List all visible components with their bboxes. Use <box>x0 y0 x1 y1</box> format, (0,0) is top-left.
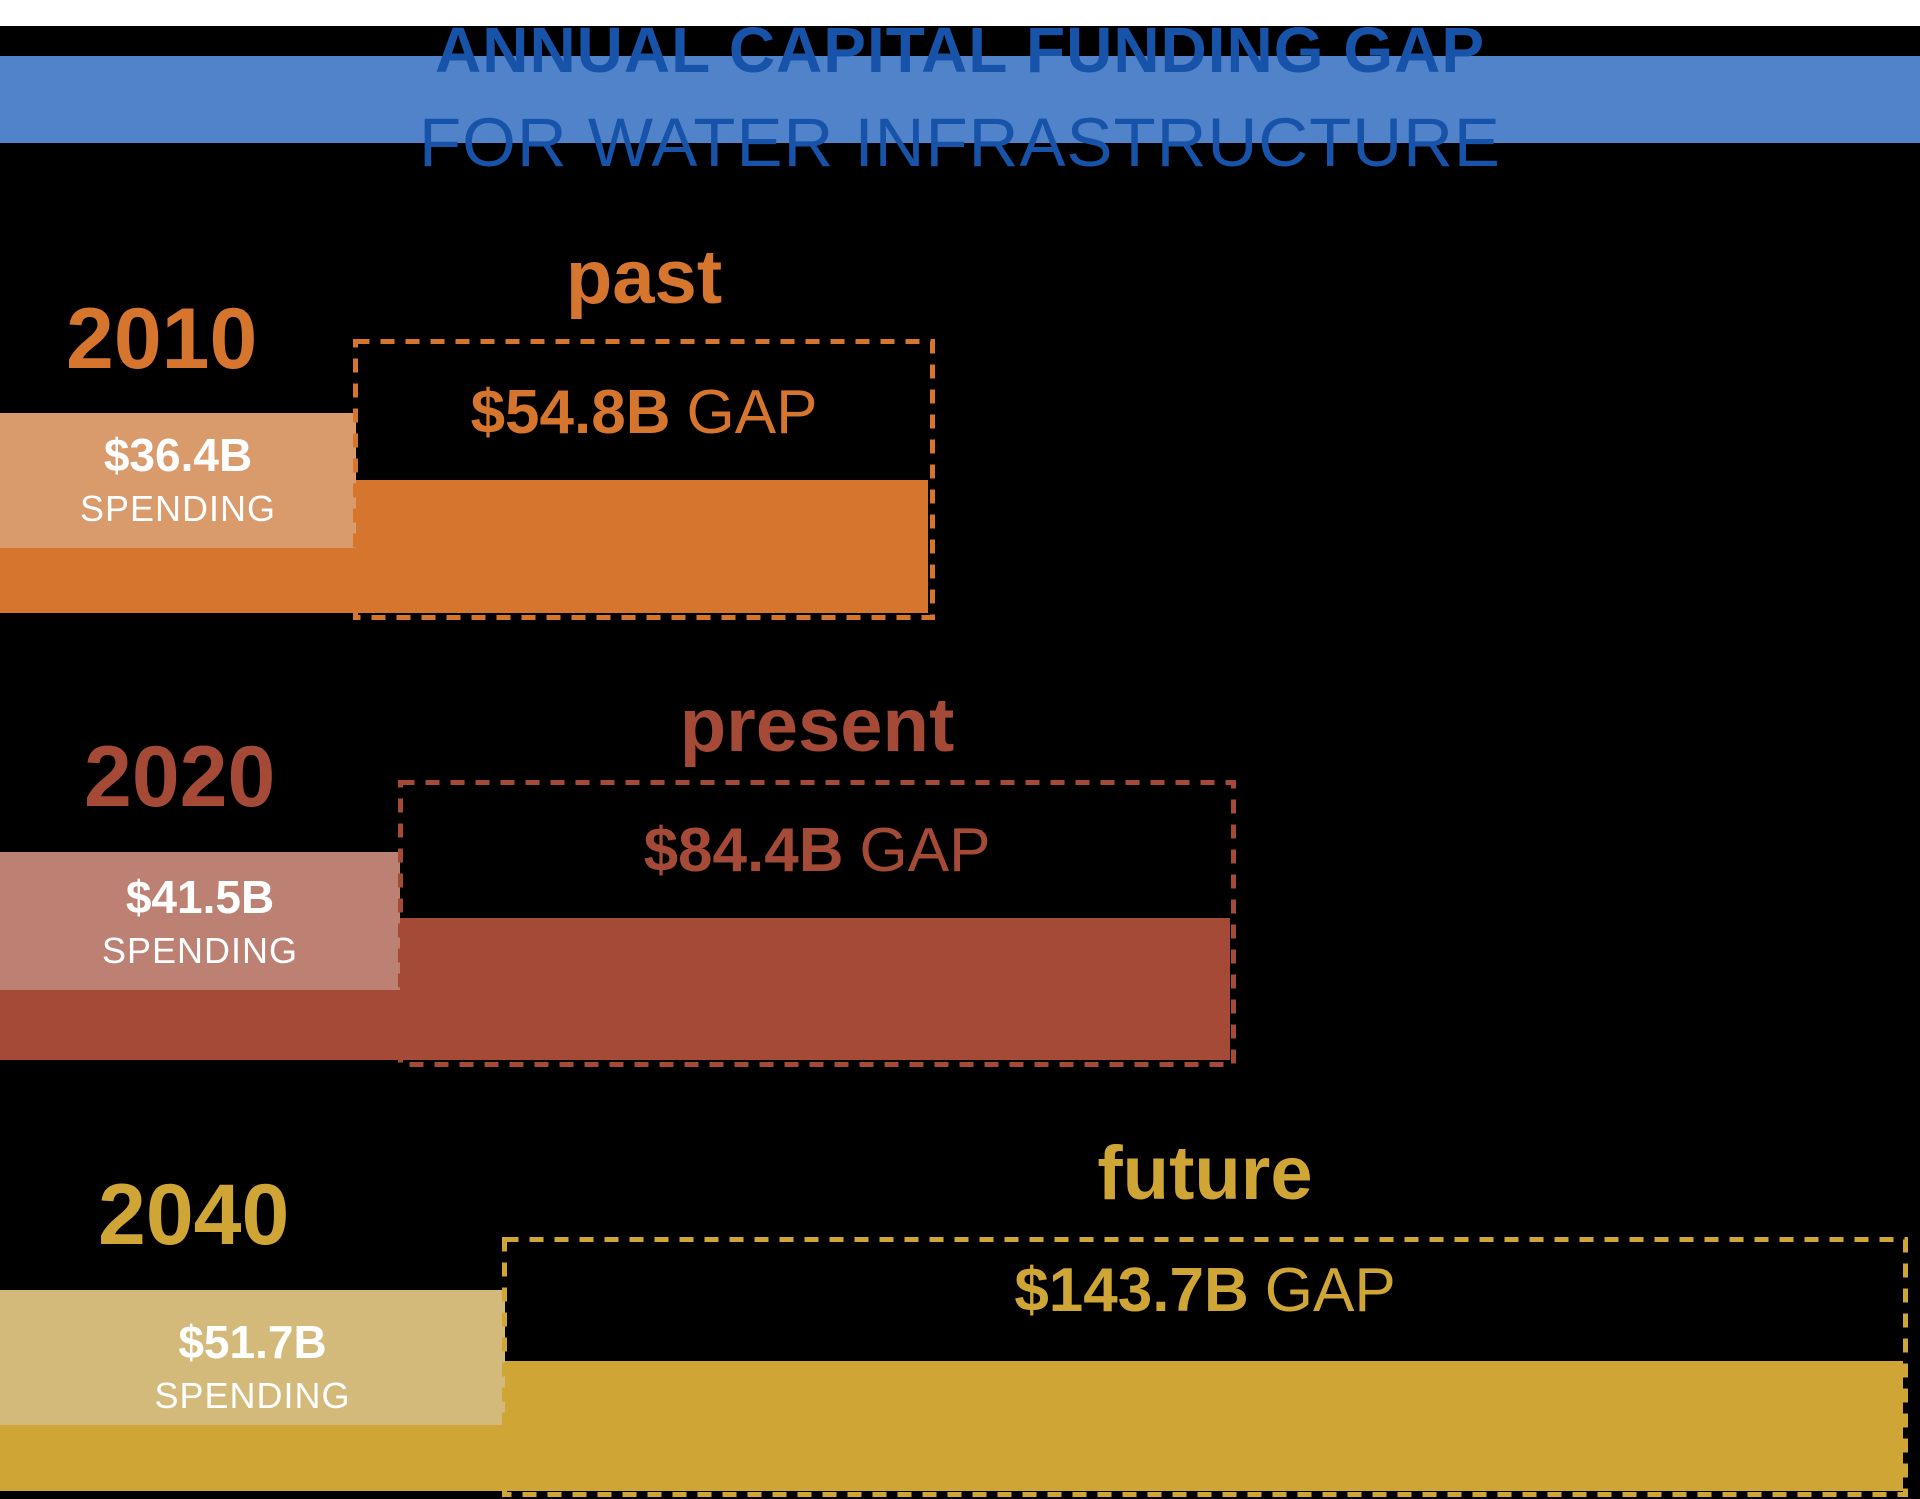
gap-dashed-rect-2010 <box>353 339 935 620</box>
spending-value-2020: $41.5B <box>125 871 275 923</box>
spending-word-2040: SPENDING <box>154 1375 351 1416</box>
gap-word-2040: GAP <box>1264 1256 1396 1325</box>
gap-dashed-box-2020 <box>398 780 1236 1067</box>
spending-label-2040: $51.7B SPENDING <box>0 1319 505 1414</box>
spending-word-2010: SPENDING <box>79 488 277 529</box>
spending-label-2020: $41.5B SPENDING <box>0 874 400 969</box>
gap-dashed-rect-2020 <box>398 780 1236 1067</box>
gap-word-2010: GAP <box>686 378 818 447</box>
page-subtitle: FOR WATER INFRASTRUCTURE <box>419 104 1501 181</box>
spending-label-2010: $36.4B SPENDING <box>0 432 356 527</box>
gap-dashed-rect-2040 <box>502 1237 1908 1497</box>
gap-dashed-box-2040 <box>502 1237 1908 1497</box>
spending-value-2040: $51.7B <box>178 1316 327 1368</box>
gap-value-2010: $54.8B <box>470 378 671 447</box>
title-band <box>0 56 1920 143</box>
year-label-2020: 2020 <box>84 729 276 825</box>
spending-value-2010: $36.4B <box>103 429 253 481</box>
period-label-future: future <box>1097 1131 1313 1216</box>
gap-value-2020: $84.4B <box>643 816 844 885</box>
gap-value-2040: $143.7B <box>1014 1256 1249 1325</box>
year-label-2040: 2040 <box>98 1167 290 1263</box>
year-label-2010: 2010 <box>66 291 258 387</box>
spending-bar-2020 <box>0 852 400 990</box>
spending-bar-2010 <box>0 413 356 548</box>
period-label-past: past <box>565 235 723 320</box>
gap-word-2020: GAP <box>859 816 991 885</box>
page-title: ANNUAL CAPITAL FUNDING GAP <box>435 14 1485 86</box>
spending-bar-2040 <box>0 1290 505 1425</box>
gap-dashed-box-2010 <box>353 339 935 620</box>
top-white-strip <box>0 0 1920 26</box>
period-label-present: present <box>679 683 955 768</box>
spending-word-2020: SPENDING <box>101 930 299 971</box>
